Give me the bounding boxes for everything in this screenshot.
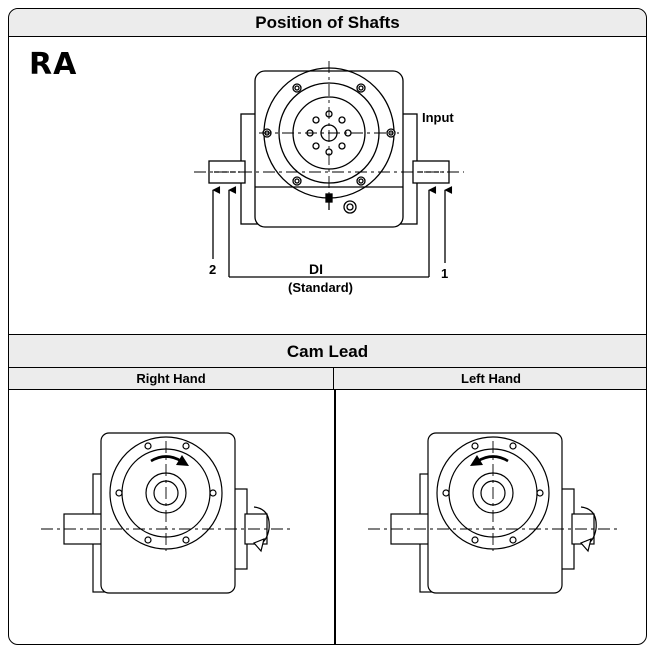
position-one-label: 1 [441, 266, 449, 281]
di-label: DI [309, 261, 323, 277]
shaft-position-arrows [212, 186, 453, 278]
left-hand-header: Left Hand [334, 368, 646, 390]
shaft-position-drawings [41, 61, 618, 594]
position-of-shafts-header: Position of Shafts [9, 9, 646, 37]
position-two-label: 2 [209, 262, 217, 277]
configuration-code: RA [29, 47, 78, 82]
diagram-frame: Position of Shafts RA [8, 8, 647, 645]
right-hand-header: Right Hand [9, 368, 334, 390]
right-hand-gearbox-drawing [41, 432, 291, 594]
input-label: Input [422, 110, 454, 125]
ra-gearbox-drawing [194, 61, 464, 228]
standard-label: (Standard) [288, 280, 353, 295]
left-hand-gearbox-drawing [368, 432, 618, 594]
cam-lead-header: Cam Lead [9, 334, 646, 368]
column-divider [334, 390, 336, 644]
